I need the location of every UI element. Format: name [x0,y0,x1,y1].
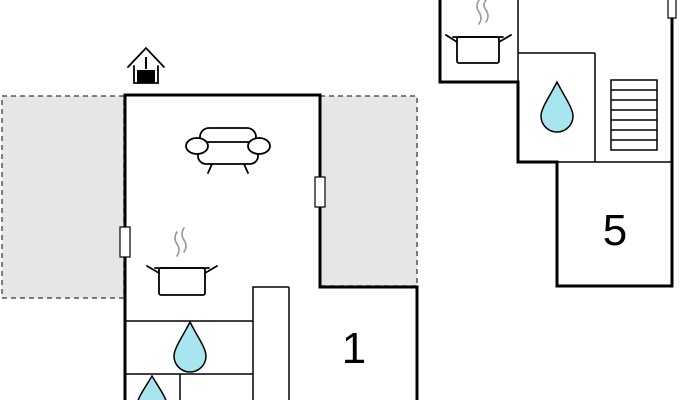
water-drop-icon [173,320,207,373]
left-terrace [1,95,125,299]
kitchen-pot-icon-upper [445,0,512,64]
upper-floor-outline [438,0,674,288]
right-terrace [319,95,418,287]
west-door [119,226,131,258]
sofa-icon [185,127,271,174]
water-drop-icon-2 [137,374,167,400]
hall-wall [252,286,289,400]
stairs-icon [610,79,658,151]
kitchen-pot-icon [146,227,218,296]
entrance-icon [127,46,165,84]
room-1-number: 1 [342,324,366,373]
room-5-number: 5 [603,206,627,255]
water-drop-icon-upper [540,80,574,133]
upper-door [667,0,677,19]
east-door [314,176,326,208]
